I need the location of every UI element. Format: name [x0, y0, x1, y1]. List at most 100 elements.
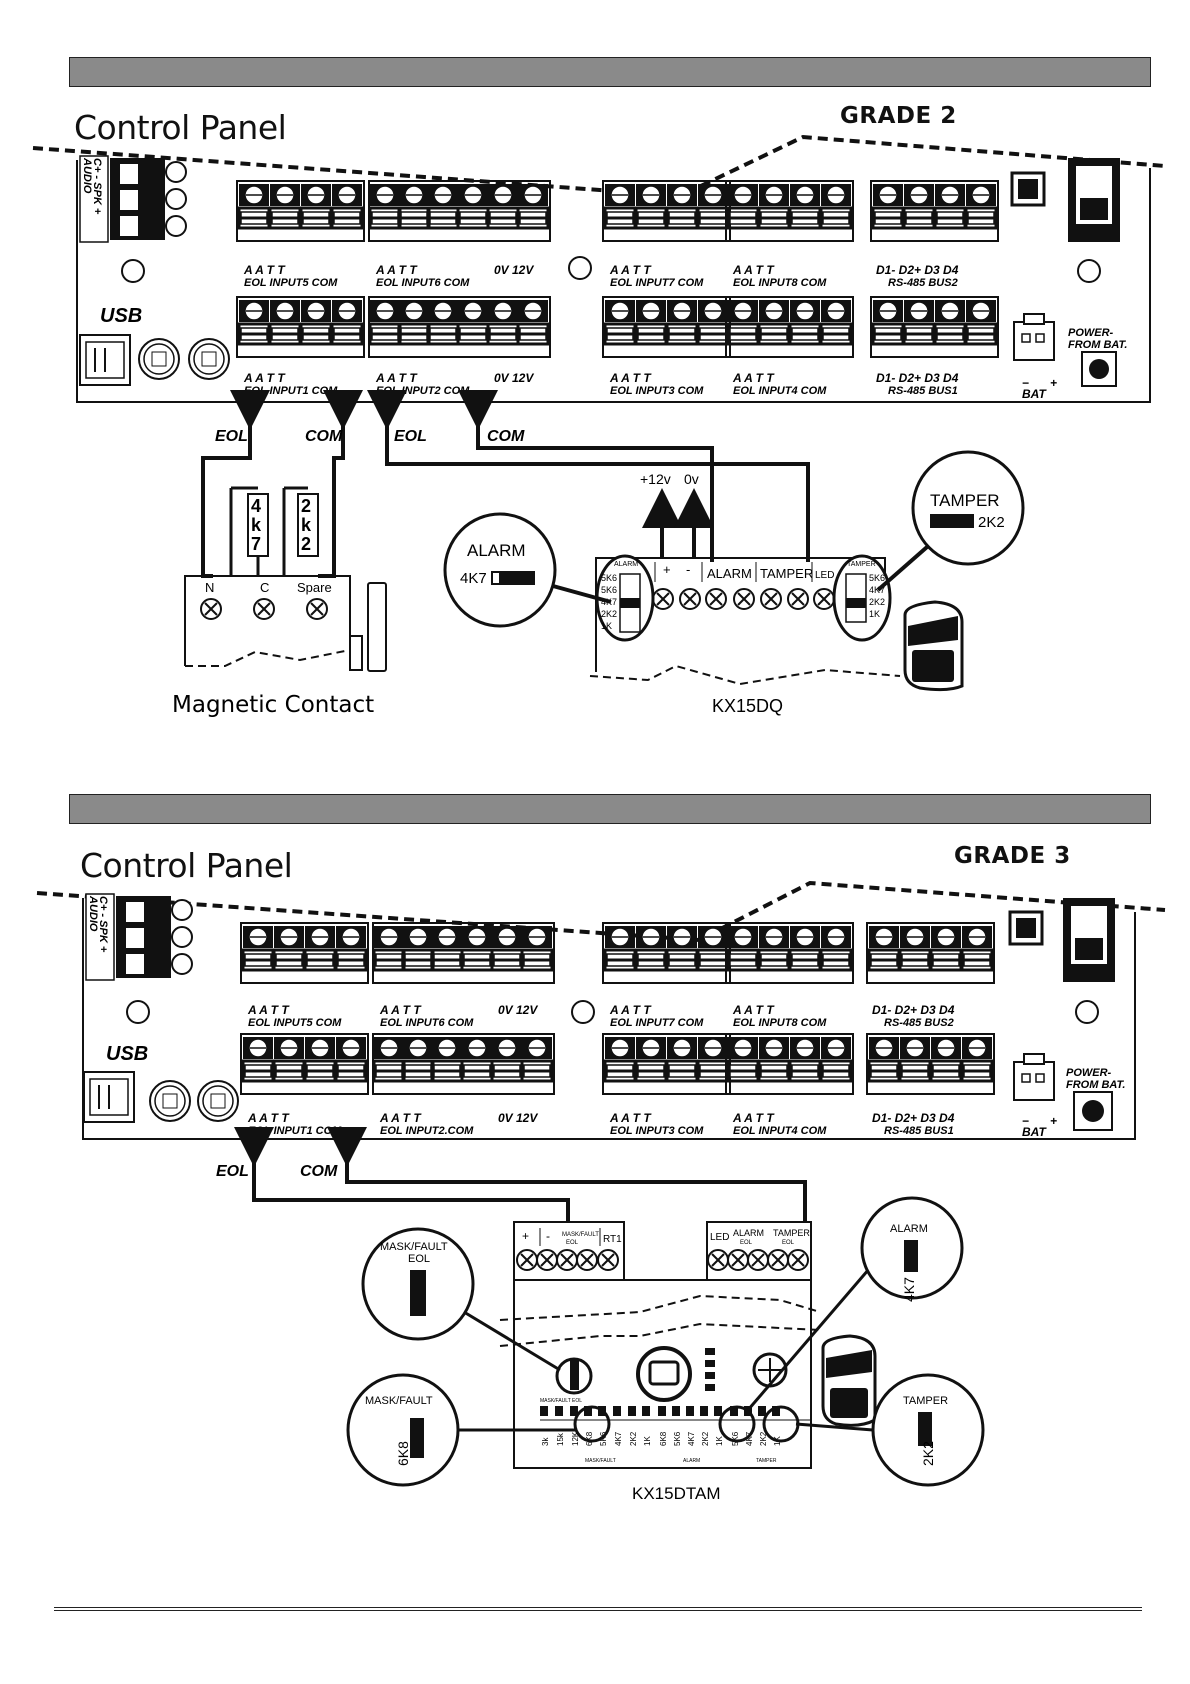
footer-rule-bottom	[54, 1610, 1142, 1611]
grade3-relay	[1063, 898, 1115, 982]
grade2-resistor1-digit3: 7	[251, 534, 261, 554]
grade3-bubble-mask-fault-eol: MASK/FAULT EOL	[361, 1227, 561, 1372]
grade2-top-input8-name: EOL INPUT8 COM	[733, 277, 827, 289]
grade2-tamper-bubble-value: 2K2	[978, 514, 1005, 531]
grade3-top-input8-name: EOL INPUT8 COM	[733, 1017, 827, 1029]
grade2-contact-terminal-n: N	[205, 580, 214, 595]
grade3-wiring	[234, 1127, 807, 1222]
grade3-bottom-power-pins: 0V 12V	[498, 1111, 538, 1125]
grade3-mount-hole-right	[1075, 1000, 1099, 1024]
grade3-bubble-mask-eol-title-1: MASK/FAULT	[380, 1241, 448, 1253]
grade2-control-board: C+ - SPK + AUDIO USB	[32, 134, 1166, 403]
grade3-bubble-mask-title: MASK/FAULT	[365, 1395, 433, 1407]
grade2-terminal-top-input6: A A T T EOL INPUT6 COM 0V 12V	[368, 180, 551, 289]
grade3-det-terminal-mask: MASK/FAULT	[562, 1232, 599, 1238]
grade2-top-bus2-name: RS-485 BUS2	[888, 277, 958, 289]
grade3-bottom-input1-name: EOL INPUT1 COM	[248, 1125, 342, 1137]
grade2-mount-hole-right	[1077, 259, 1101, 283]
grade2-bottom-input1-name: EOL INPUT1 COM	[244, 385, 338, 397]
grade2-cut-line	[32, 134, 1166, 199]
grade3-terminal-bottom-input3: A A T T EOL INPUT3 COM	[602, 1033, 731, 1137]
grade2-terminal-bottom-input2: A A T T EOL INPUT2 COM 0V 12V	[368, 296, 551, 397]
grade2-resistor1-digit2: k	[251, 515, 262, 535]
grade3-bubble-mask-fault: MASK/FAULT 6K8	[346, 1373, 576, 1487]
grade3-terminal-top-input6: A A T T EOL INPUT6 COM 0V 12V	[372, 922, 555, 1029]
grade2-bat-plus: +	[1050, 376, 1057, 390]
grade2-terminal-top-bus2: D1- D2+ D3 D4 RS-485 BUS2	[870, 180, 999, 289]
grade3-terminal-top-input7: A A T T EOL INPUT7 COM	[602, 922, 731, 1029]
grade2-wire-eol1: EOL	[215, 428, 248, 445]
grade3-bottom-input2-name: EOL INPUT2.COM	[380, 1125, 474, 1137]
grade3-row-label-9: 6K8	[659, 1431, 668, 1446]
grade2-bottom-input3-name: EOL INPUT3 COM	[610, 385, 704, 397]
grade3-top-input8-pins: A A T T	[732, 1003, 775, 1017]
grade2-power-from-bat-button[interactable]	[1081, 351, 1117, 387]
grade2-chip	[1010, 171, 1046, 207]
grade3-bubble-mask-value: 6K8	[395, 1441, 411, 1466]
grade2-tamper-bubble: TAMPER 2K2	[876, 450, 1025, 592]
grade2-terminal-bottom-input4: A A T T EOL INPUT4 COM	[725, 296, 854, 397]
grade2-tamper-jumper-3: 2K2	[869, 597, 885, 607]
grade3-wire-eol: EOL	[216, 1163, 249, 1180]
grade3-row-label-3: 12K	[571, 1431, 580, 1446]
footer-rule-top	[54, 1607, 1142, 1608]
grade3-bottom-input1-pins: A A T T	[247, 1111, 290, 1125]
grade2-top-input5-pins: A A T T	[243, 263, 286, 277]
grade2-bat-label: BAT	[1022, 387, 1047, 401]
grade2-supply-zero: 0v	[684, 471, 699, 487]
grade2-bottom-bus1-pins: D1- D2+ D3 D4	[876, 371, 959, 385]
section-header-bar-grade2	[69, 57, 1151, 87]
grade3-title: Control Panel	[80, 846, 293, 885]
grade3-bottom-input4-pins: A A T T	[732, 1111, 775, 1125]
grade3-bottom-bus1-pins: D1- D2+ D3 D4	[872, 1111, 955, 1125]
grade3-top-input6-pins: A A T T	[379, 1003, 422, 1017]
grade2-terminal-top-input5: A A T T EOL INPUT5 COM	[236, 180, 365, 289]
grade3-row-label-2: 15k	[556, 1432, 565, 1446]
grade2-tamper-header-label: TAMPER	[847, 561, 876, 568]
grade3-top-input5-pins: A A T T	[247, 1003, 290, 1017]
grade2-alarm-header-label: ALARM	[614, 561, 638, 568]
grade3-power-from-bat-button[interactable]	[1073, 1091, 1113, 1131]
grade3-row-label-8: 1K	[643, 1436, 652, 1446]
grade3-bat-minus: −	[1022, 1114, 1029, 1128]
grade3-det-terminal-led: LED	[710, 1232, 729, 1243]
grade2-top-input7-name: EOL INPUT7 COM	[610, 277, 704, 289]
grade3-group-label-alarm: ALARM	[683, 1458, 700, 1464]
grade3-terminal-bottom-input1: A A T T EOL INPUT1 COM	[240, 1033, 369, 1137]
grade2-resistor-2k2: 2 k 2	[282, 486, 319, 576]
grade3-row-label-16: 2K2	[759, 1431, 768, 1446]
grade2-relay	[1068, 158, 1120, 242]
grade2-det-terminal-alarm: ALARM	[707, 566, 752, 581]
grade3-battery-connector: BAT − +	[1013, 1053, 1057, 1139]
grade2-wire-eol2: EOL	[394, 428, 427, 445]
grade3-bottom-bus1-name: RS-485 BUS1	[884, 1125, 954, 1137]
grade2-bottom-input1-pins: A A T T	[243, 371, 286, 385]
grade2-top-input5-name: EOL INPUT5 COM	[244, 277, 338, 289]
grade3-bottom-input3-pins: A A T T	[609, 1111, 652, 1125]
grade3-row-label-13: 1K	[715, 1436, 724, 1446]
grade2-top-input6-pins: A A T T	[375, 263, 418, 277]
grade3-power-label-2: FROM BAT.	[1066, 1079, 1125, 1091]
grade3-det-terminal-rt1: RT1	[603, 1234, 622, 1245]
grade3-row-label-10: 5K6	[673, 1431, 682, 1446]
grade3-bat-label: BAT	[1022, 1125, 1047, 1139]
grade2-tamper-jumper-2: 4K7	[869, 585, 885, 595]
grade3-bubble-tamper-value: 2K2	[920, 1441, 936, 1466]
grade2-usb-label: USB	[100, 305, 142, 327]
grade3-capacitor-1	[149, 1080, 191, 1122]
grade3-terminal-top-input8: A A T T EOL INPUT8 COM	[725, 922, 854, 1029]
grade3-top-bus2-name: RS-485 BUS2	[884, 1017, 954, 1029]
grade3-terminal-top-input5: A A T T EOL INPUT5 COM	[240, 922, 369, 1029]
grade2-tamper-jumper-1: 5K6	[869, 573, 885, 583]
grade2-title: Control Panel	[74, 108, 287, 147]
grade3-group-label-mask: MASK/FAULT	[585, 1458, 616, 1464]
grade3-det-terminal-alarm: ALARM	[733, 1228, 764, 1238]
grade3-terminal-bottom-input4: A A T T EOL INPUT4 COM	[725, 1033, 854, 1137]
grade3-bottom-input4-name: EOL INPUT4 COM	[733, 1125, 827, 1137]
grade3-terminal-top-bus2: D1- D2+ D3 D4 RS-485 BUS2	[866, 922, 995, 1029]
grade2-det-terminal-led: LED	[815, 570, 834, 581]
grade3-bubble-alarm-title: ALARM	[890, 1223, 928, 1235]
grade2-wire-com2: COM	[487, 428, 525, 445]
grade2-resistor2-digit1: 2	[301, 496, 311, 516]
